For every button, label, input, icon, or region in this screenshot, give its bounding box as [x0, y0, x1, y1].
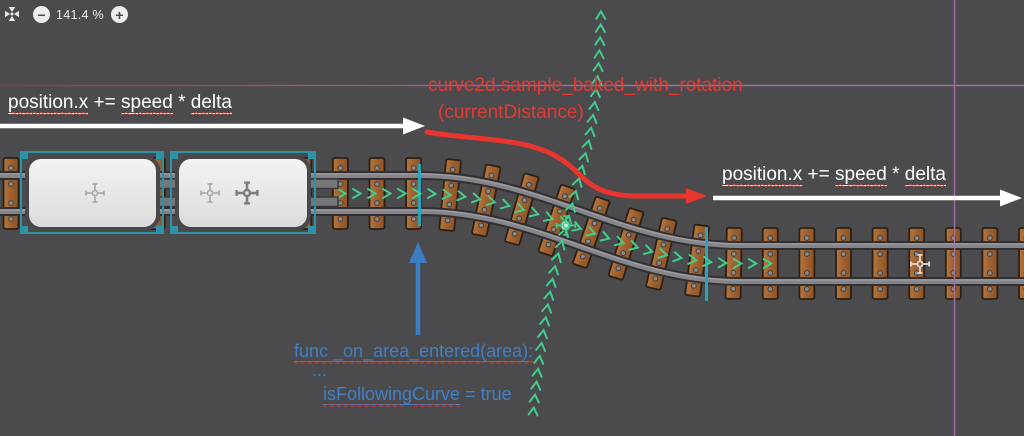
- code-token: +=: [88, 92, 122, 113]
- move-gizmo[interactable]: [910, 254, 930, 274]
- right-code-annotation: position.x += speed * delta: [722, 164, 946, 186]
- curve-code-annotation-line1: curve2d.sample_baked_with_rotation: [428, 75, 743, 96]
- viewport-toolbar: − 141.4 % +: [0, 0, 260, 28]
- move-gizmo[interactable]: [85, 183, 105, 203]
- zoom-out-button[interactable]: −: [33, 6, 50, 23]
- code-token: speed: [121, 92, 173, 114]
- area-code-annotation-line3: isFollowingCurve = true: [323, 384, 512, 405]
- code-token: delta: [904, 164, 946, 186]
- path-direction-arrows: [337, 9, 774, 417]
- selection-box: [20, 151, 164, 234]
- code-token: func _on_area_entered(area):: [294, 341, 534, 362]
- code-token: position.x: [8, 92, 89, 114]
- zoom-level[interactable]: 141.4 %: [56, 8, 104, 22]
- curve-code-annotation-line2: (currentDistance): [438, 102, 584, 123]
- code-token: = true: [460, 384, 512, 404]
- area-code-annotation-line1: func _on_area_entered(area):: [294, 341, 534, 362]
- path2d-curve[interactable]: [335, 7, 783, 417]
- move-gizmos[interactable]: [85, 181, 930, 274]
- code-token: speed: [835, 164, 887, 186]
- move-gizmo[interactable]: [200, 183, 220, 203]
- code-token: isFollowingCurve: [323, 384, 461, 405]
- code-token: +=: [802, 164, 836, 185]
- selection-box: [170, 151, 316, 234]
- area-code-annotation-dots: ...: [312, 360, 328, 380]
- code-token: *: [886, 164, 905, 185]
- annotation-arrows: [0, 117, 1022, 335]
- move-gizmo[interactable]: [235, 181, 259, 205]
- zoom-in-button[interactable]: +: [111, 6, 128, 23]
- curve-sample-arrow: [424, 129, 691, 199]
- move-gizmo[interactable]: [555, 215, 577, 236]
- code-token: position.x: [722, 164, 803, 186]
- code-token: delta: [190, 92, 232, 114]
- center-view-icon[interactable]: [3, 5, 21, 23]
- left-code-annotation: position.x += speed * delta: [8, 92, 232, 114]
- code-token: *: [172, 92, 191, 113]
